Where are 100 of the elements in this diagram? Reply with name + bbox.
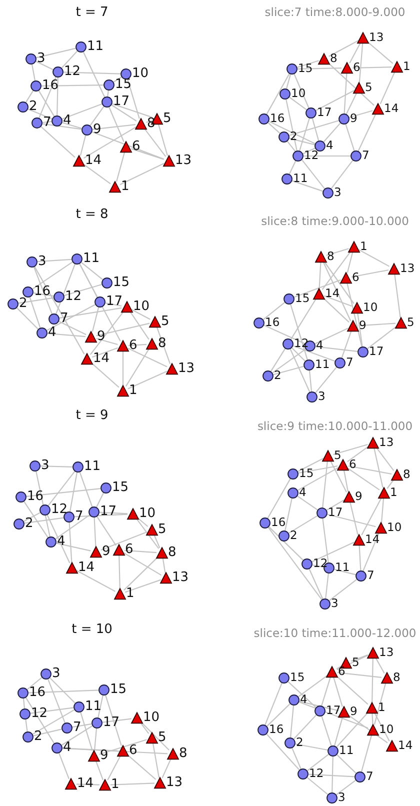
edge-line: [76, 784, 100, 786]
circle-node: [357, 346, 369, 358]
edge-line: [123, 552, 162, 576]
edge-line: [61, 50, 78, 68]
edge-line: [36, 60, 54, 70]
circle-node: [120, 68, 132, 80]
triangle-node: [131, 712, 143, 724]
edge-line: [376, 447, 394, 471]
node-number: 7: [43, 116, 52, 129]
edge-line: [22, 698, 26, 709]
node-number: 11: [335, 562, 350, 574]
node-number: 16: [42, 78, 59, 92]
triangle-node: [337, 459, 349, 471]
edge-line: [136, 517, 148, 527]
edge-line: [372, 713, 374, 725]
edge-line: [130, 311, 150, 340]
circle-node: [306, 391, 318, 403]
edge-line: [37, 258, 72, 262]
node-number: 15: [113, 276, 130, 289]
edge-line: [307, 754, 329, 772]
edge-line: [328, 578, 358, 602]
triangle-node: [166, 363, 178, 375]
circle-node: [278, 131, 290, 143]
edge-line: [92, 124, 136, 130]
triangle-node: [146, 732, 158, 744]
edge-line: [330, 460, 347, 492]
node-number: 4: [299, 486, 306, 498]
node-number: 8: [179, 746, 188, 760]
edge-line: [122, 352, 124, 386]
node-number: 3: [318, 390, 326, 402]
circle-node: [26, 256, 38, 268]
node-number: 17: [106, 294, 123, 308]
edge-line: [156, 327, 171, 364]
edge-line: [270, 348, 286, 372]
node-number: 9: [93, 122, 102, 136]
node-number: 12: [294, 338, 309, 350]
circle-node: [39, 504, 51, 516]
edge-line: [144, 128, 166, 157]
edge-line: [40, 126, 76, 158]
edge-line: [62, 748, 168, 754]
edge-line: [294, 279, 341, 298]
edge-line: [96, 322, 150, 336]
circle-node: [103, 79, 115, 91]
node-number: 2: [29, 100, 38, 113]
edge-line: [284, 498, 292, 531]
edge-line: [322, 297, 350, 323]
circle-node: [305, 107, 317, 119]
edge-line: [118, 555, 120, 589]
node-number: 9: [350, 706, 358, 718]
edge-line: [306, 777, 328, 795]
edge-line: [351, 269, 389, 278]
node-number: 15: [295, 292, 310, 304]
circle-node: [257, 724, 269, 736]
triangle-node: [351, 302, 363, 314]
edge-line: [347, 446, 369, 462]
circle-node: [13, 518, 25, 530]
circle-node: [278, 530, 290, 542]
node-number: 11: [85, 700, 102, 713]
triangle-node: [378, 487, 390, 499]
circle-node: [25, 53, 37, 65]
node-number: 13: [379, 646, 394, 658]
triangle-node: [163, 155, 175, 167]
node-number: 2: [19, 296, 28, 310]
node-number: 5: [161, 314, 170, 328]
edge-line: [94, 728, 98, 751]
edge-line: [268, 122, 280, 134]
edge-line: [25, 90, 34, 103]
circle-node: [287, 468, 299, 480]
node-number: 6: [132, 140, 140, 153]
node-number: 14: [384, 102, 399, 114]
node-number: 9: [350, 112, 358, 124]
edge-line: [128, 370, 168, 390]
node-number: 8: [403, 468, 410, 480]
edge-line: [289, 138, 315, 146]
edge-line: [131, 148, 164, 160]
node-number: 11: [84, 460, 101, 473]
edge-line: [264, 682, 282, 726]
edge-line: [108, 106, 124, 142]
edge-line: [293, 345, 335, 362]
edge-line: [289, 96, 307, 110]
node-number: 11: [315, 358, 330, 370]
node-number: 6: [352, 272, 360, 284]
node-number: 7: [60, 312, 68, 325]
edge-line: [262, 302, 286, 320]
circle-node: [334, 357, 346, 369]
edge-line: [62, 103, 102, 120]
edge-line: [328, 62, 374, 106]
circle-node: [286, 63, 298, 75]
circle-node: [314, 705, 326, 717]
edge-line: [298, 701, 368, 729]
triangle-node: [73, 155, 85, 167]
circle-node: [17, 101, 29, 113]
triangle-node: [372, 103, 384, 115]
node-number: 3: [41, 458, 50, 472]
edge-line: [337, 672, 382, 678]
node-number: 10: [143, 710, 160, 724]
node-number: 16: [270, 112, 285, 124]
edge-line: [322, 262, 352, 322]
node-number: 16: [269, 724, 284, 736]
node-number: 6: [349, 458, 356, 470]
